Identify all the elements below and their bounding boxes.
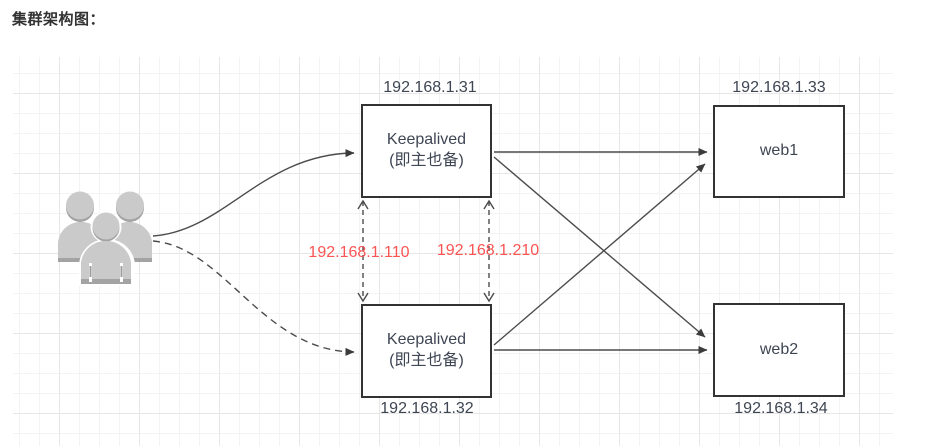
node-keepalived-backup: Keepalived (即主也备) [361,304,492,398]
arrow-keepalived-master-to-web2 [493,156,706,338]
vip-label-backup: 192.168.1.210 [436,242,540,259]
ip-label-keepalived-master: 192.168.1.31 [383,79,477,96]
arrow-keepalived-backup-to-web1 [493,163,706,346]
ip-label-web1: 192.168.1.33 [732,79,826,96]
ip-label-keepalived-backup: 192.168.1.32 [380,400,474,417]
node-keepalived-master: Keepalived (即主也备) [361,104,492,198]
arrow-users-to-keepalived-backup [152,240,355,356]
arrow-users-to-keepalived-master [152,149,355,237]
users-group-icon [58,191,152,286]
node-keepalived-backup-label: Keepalived (即主也备) [386,331,467,369]
node-web1-label: web1 [759,142,799,160]
node-web2: web2 [713,303,845,397]
node-web2-label: web2 [759,340,799,358]
ip-label-web2: 192.168.1.34 [734,400,828,417]
node-web1: web1 [713,105,845,198]
node-keepalived-master-label: Keepalived (即主也备) [386,131,467,169]
vip-label-master: 192.168.1.110 [308,244,410,261]
diagram-title: 集群架构图： [12,11,106,28]
